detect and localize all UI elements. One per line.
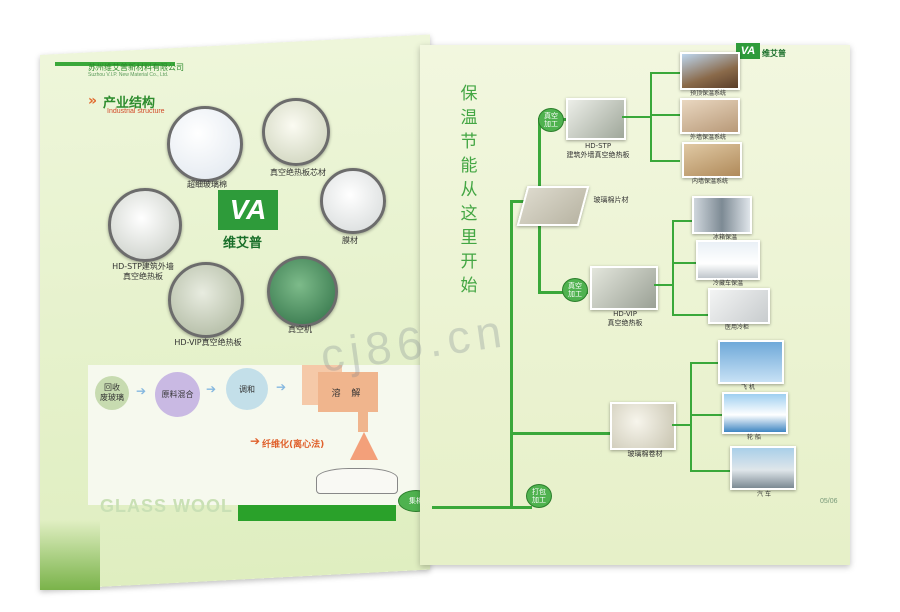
section-title: 产业结构 (103, 96, 156, 111)
glass-wool-label: GLASS WOOL (100, 496, 233, 516)
flow-line (510, 432, 513, 508)
product-photo-glass-wool (167, 106, 243, 182)
app-label: 预顶保温系统 (689, 90, 726, 97)
process-step-blend: 调和 (226, 368, 268, 410)
flow-line (650, 114, 680, 116)
app-photo-outer-wall (680, 98, 740, 134)
brand-logo: VA 维艾普 (218, 190, 298, 251)
spray-cone (350, 432, 378, 460)
melt-nozzle (358, 410, 368, 432)
app-label: 冰箱保温 (712, 234, 737, 241)
product-photo-film (320, 168, 386, 234)
arrow-right-icon: ➔ (206, 382, 217, 396)
flow-line (672, 220, 692, 222)
app-photo-roof (680, 52, 740, 90)
app-label: 汽 车 (757, 491, 771, 498)
app-photo-ship (722, 392, 788, 434)
flow-line (690, 362, 692, 472)
product-photo-hd-vip (168, 262, 244, 338)
product-caption: 真空绝热板芯材 (270, 168, 326, 177)
logo-mark: VA (218, 190, 278, 230)
mid-label: HD-STP 建筑外墙真空绝热板 (566, 142, 630, 159)
mid-label: 玻璃棉片材 (593, 196, 629, 204)
conveyor-bar (238, 505, 396, 521)
product-caption: HD-STP建筑外墙 真空绝热板 (112, 262, 174, 281)
flow-line (672, 220, 674, 316)
mid-photo-hd-stp (566, 98, 626, 140)
product-photo-vacuum-machine (267, 256, 338, 327)
mid-photo-glass-sheet (516, 186, 590, 226)
app-label: 轮 船 (747, 434, 761, 441)
mid-photo-hd-vip (590, 266, 658, 310)
grass-decoration (40, 520, 100, 590)
product-caption: 真空机 (288, 325, 312, 334)
flow-line (654, 284, 674, 286)
process-step-mix: 原料混合 (155, 372, 200, 417)
flow-line (672, 424, 692, 426)
company-name-cn: 苏州维艾普新材料有限公司 (88, 63, 184, 72)
app-photo-car (730, 446, 796, 490)
double-chevron-icon: » (88, 93, 98, 109)
mid-label: HD-VIP 真空绝热板 (607, 310, 643, 327)
app-photo-truck (696, 240, 760, 280)
product-photo-hd-stp (108, 188, 182, 262)
flow-line (672, 262, 696, 264)
right-logo-mark: VA (736, 43, 760, 59)
flow-line (690, 470, 730, 472)
app-photo-inner-wall (682, 142, 742, 178)
header-bar (55, 62, 175, 66)
flow-line (510, 432, 610, 435)
flow-line (650, 72, 652, 162)
flow-line (510, 200, 513, 508)
product-caption: 膜材 (342, 236, 358, 245)
right-logo-text: 维艾普 (762, 49, 786, 58)
flow-line (650, 72, 680, 74)
product-caption: 超细玻璃棉 (187, 180, 227, 189)
fiber-label: 纤维化(离心法) (262, 440, 325, 450)
mid-photo-glass-roll (610, 402, 676, 450)
flow-line (690, 362, 720, 364)
app-photo-fridge (692, 196, 752, 234)
page-number: 05/06 (820, 498, 838, 505)
app-photo-airplane (718, 340, 784, 384)
flow-line (510, 200, 524, 203)
company-name-en: Suzhou V.I.P. New Material Co., Ltd. (88, 72, 169, 78)
app-label: 冷藏车保温 (712, 280, 743, 287)
flow-line (622, 116, 652, 118)
app-label: 飞 机 (741, 384, 755, 391)
app-label: 医用冷柜 (724, 324, 749, 331)
logo-text: 维艾普 (223, 236, 263, 251)
arrow-right-icon: ➔ (276, 380, 287, 394)
process-step-recycle: 回收 废玻璃 (95, 376, 129, 410)
mid-label: 玻璃棉卷材 (627, 450, 663, 458)
flow-line (690, 414, 724, 416)
vacuum-process-tag: 真空 加工 (562, 278, 588, 302)
vertical-title: 保温节能从这里开始 (460, 84, 478, 296)
product-photo-core-material (262, 98, 330, 166)
arrow-right-orange-icon: ➔ (250, 434, 261, 448)
flow-line (672, 314, 708, 316)
vacuum-process-tag: 真空 加工 (538, 108, 564, 132)
process-step-melt: 溶 解 (318, 372, 378, 412)
app-label: 外墙保温系统 (689, 134, 726, 141)
app-photo-medical-freezer (708, 288, 770, 324)
section-subtitle: Industrial structure (107, 108, 165, 115)
flow-line (650, 160, 680, 162)
wool-cloud (316, 468, 398, 494)
app-label: 内墙保温系统 (691, 178, 728, 185)
product-caption: HD-VIP真空绝热板 (174, 338, 242, 347)
package-process-tag: 打包 加工 (526, 484, 552, 508)
flow-line (432, 506, 532, 509)
arrow-right-icon: ➔ (136, 384, 147, 398)
